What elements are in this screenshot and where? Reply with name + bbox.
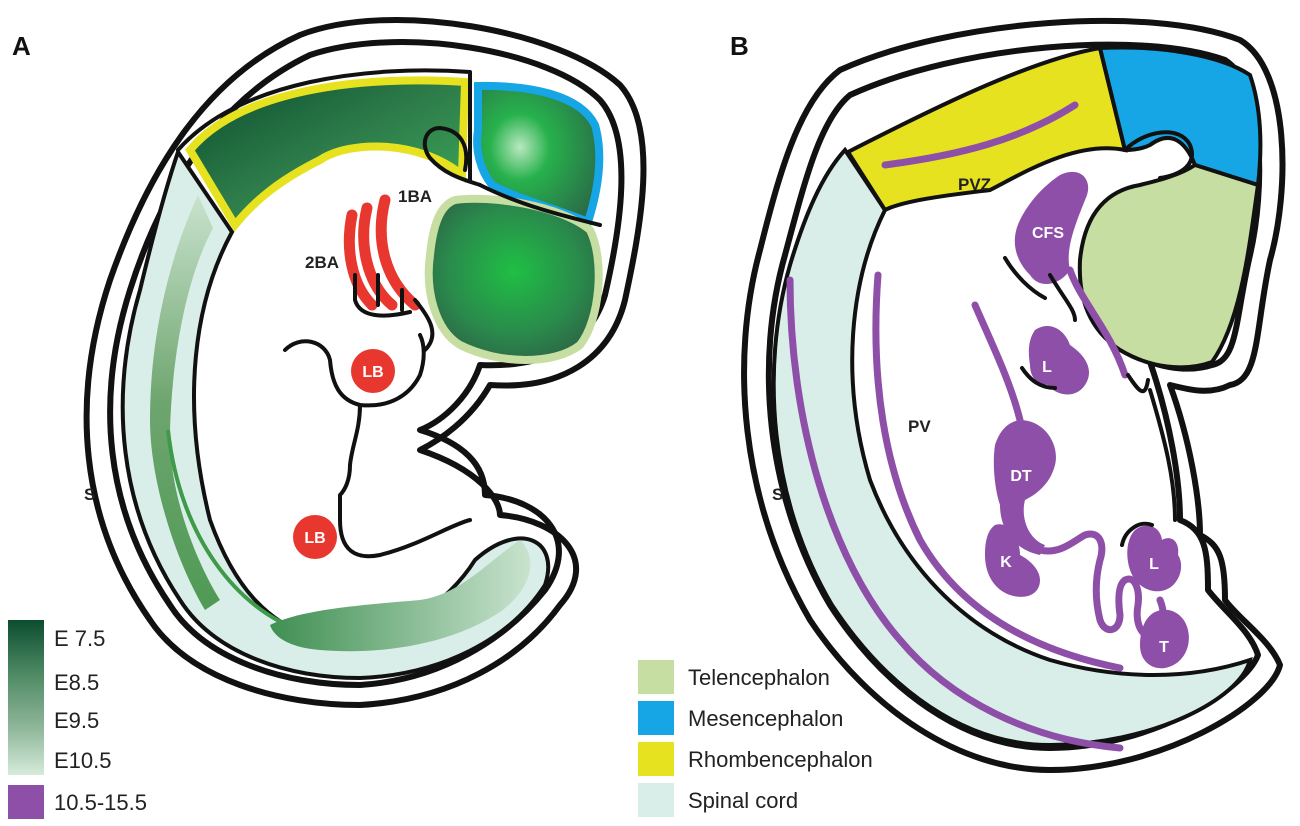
head-fold-b (1123, 130, 1194, 180)
label-l-lower: L (1149, 556, 1159, 573)
branchial-arch-1 (375, 194, 421, 311)
spinal-stripe-a (150, 195, 220, 610)
head-divider-a (478, 183, 602, 227)
pv-line-inner (872, 271, 1124, 672)
l-upper-outline (1020, 366, 1057, 390)
stage-legend-label-4: E10.5 (54, 748, 112, 773)
label-cfs: CFS (1032, 225, 1064, 242)
telencephalon-b (1077, 162, 1261, 370)
stage-legend-label-5: 10.5-15.5 (54, 790, 147, 815)
stage-legend-label-1: E 7.5 (54, 626, 105, 651)
pharyngeal-lines-a (353, 273, 435, 352)
spinal-line-a (166, 429, 301, 632)
body-curve-a (283, 333, 472, 559)
label-pv: PV (908, 417, 931, 436)
panel-b-outer-outline (741, 17, 1286, 773)
l-lower-outline (1120, 521, 1154, 547)
label-t: T (1159, 639, 1169, 656)
panel-a-letter: A (12, 31, 31, 61)
cfs-organ (1014, 171, 1089, 285)
mesencephalon-b (1097, 45, 1263, 188)
tail-gradient-a (270, 540, 531, 652)
label-s-b: S (772, 485, 783, 504)
panel-b-letter: B (730, 31, 749, 61)
label-k: K (1000, 554, 1012, 571)
label-lb-lower-a: LB (304, 530, 325, 547)
label-s-a: S (84, 485, 95, 504)
region-legend-swatch-mesencephalon (638, 701, 674, 735)
limb-bud-upper-a (351, 349, 395, 393)
branchial-arch-2 (358, 202, 398, 311)
region-legend-label-rhombencephalon: Rhombencephalon (688, 747, 873, 772)
mesencephalon-a (473, 81, 604, 228)
region-legend-swatch-spinal-cord (638, 783, 674, 817)
panel-a-outer-outline (83, 17, 647, 708)
stage-legend-label-3: E9.5 (54, 708, 99, 733)
pv-line-outer (786, 276, 1124, 752)
rhomb-border-a (176, 68, 472, 182)
region-legend-label-mesencephalon: Mesencephalon (688, 706, 843, 731)
k-organ (985, 524, 1040, 597)
branchial-arch-3 (343, 209, 378, 311)
label-l-upper: L (1042, 359, 1052, 376)
label-dt: DT (1010, 468, 1032, 485)
body-curve-b (1126, 373, 1177, 522)
stage-legend-gradient (8, 620, 44, 775)
pvz-stripe (881, 101, 1079, 169)
stage-legend-purple (8, 785, 44, 819)
spinal-cord-b (771, 146, 1253, 748)
region-legend-swatch-telencephalon (638, 660, 674, 694)
rhombencephalon-b (845, 45, 1128, 213)
region-legend-label-telencephalon: Telencephalon (688, 665, 830, 690)
dt-organ (993, 420, 1056, 555)
l-upper-organ (1028, 325, 1090, 395)
limb-bud-lower-a (293, 515, 337, 559)
region-legend-label-spinal-cord: Spinal cord (688, 788, 798, 813)
stage-legend-label-2: E8.5 (54, 670, 99, 695)
telencephalon-a (424, 194, 603, 364)
label-pvz: PVZ (958, 175, 991, 194)
dt-stalk (971, 301, 1024, 424)
label-2ba: 2BA (305, 253, 339, 272)
panel-a-inner-outline (107, 39, 625, 688)
head-fold-a (422, 126, 482, 187)
spinal-cord-a (120, 147, 551, 681)
cfs-tail (1066, 266, 1129, 379)
l-lower-organ (1127, 525, 1182, 592)
label-lb-upper-a: LB (362, 364, 383, 381)
region-legend-swatch-rhombencephalon (638, 742, 674, 776)
cfs-outline (1003, 256, 1077, 322)
t-organ (1140, 609, 1189, 669)
label-1ba: 1BA (398, 187, 432, 206)
